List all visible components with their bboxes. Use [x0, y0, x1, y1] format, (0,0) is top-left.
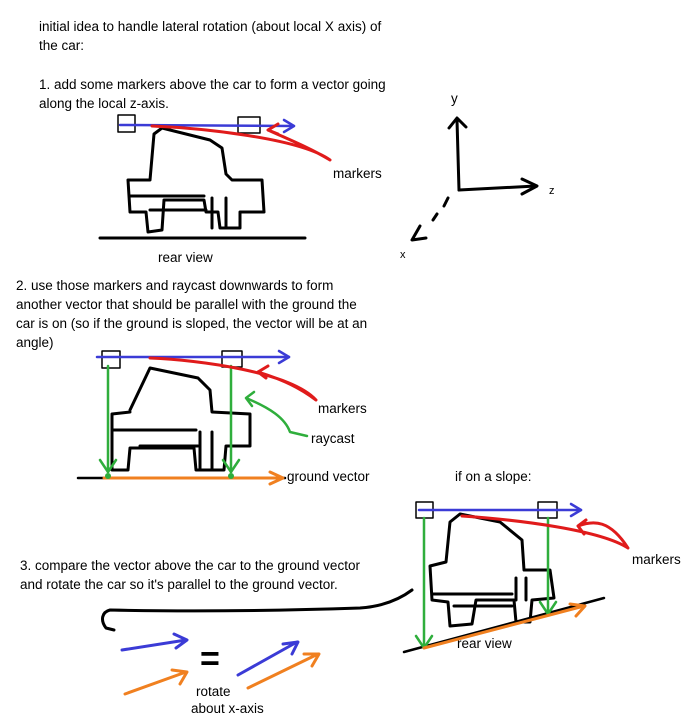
- markers-pointer-arrow-1: [150, 122, 332, 162]
- equivalence-vectors-right: [236, 640, 321, 690]
- rear-view-label-2: rear view: [457, 636, 512, 651]
- if-on-slope-label: if on a slope:: [455, 469, 532, 484]
- axis-z-label: z: [549, 185, 555, 197]
- ground-vector-label: ground vector: [287, 469, 370, 484]
- slope-raycast-arrows: [414, 516, 558, 650]
- intro-line-2: the car:: [39, 38, 85, 53]
- connector-line: [101, 588, 414, 632]
- step1-line-2: along the local z-axis.: [39, 96, 169, 111]
- markers-pointer-arrow-2: [148, 356, 318, 402]
- car-sketch-1: [126, 126, 266, 234]
- step2-line-2: another vector that should be parallel w…: [16, 297, 357, 312]
- equals-sign: =: [200, 640, 220, 678]
- axis-y-label: y: [451, 91, 458, 106]
- step2-line-4: angle): [16, 335, 54, 350]
- ground-vector-arrow: [102, 470, 285, 486]
- intro-line-1: initial idea to handle lateral rotation …: [39, 19, 382, 34]
- slope-ground-vector: [422, 602, 587, 650]
- axes-gizmo: [410, 116, 539, 242]
- raycast-label: raycast: [311, 431, 355, 446]
- raycast-pointer-arrow: [244, 390, 309, 438]
- step1-line-1: 1. add some markers above the car to for…: [39, 77, 386, 92]
- marker-vector-3: [417, 502, 583, 518]
- markers-pointer-arrow-3: [460, 514, 630, 550]
- rotate-label: rotate: [196, 684, 231, 699]
- marker-vector-1: [118, 118, 296, 134]
- markers-label-1: markers: [333, 166, 382, 181]
- raycast-arrows: [98, 364, 241, 474]
- step2-line-3: car is on (so if the ground is sloped, t…: [16, 316, 368, 331]
- ground-contact-points: [105, 473, 234, 479]
- step2-line-1: 2. use those markers and raycast downwar…: [16, 278, 334, 293]
- marker-vector-2: [95, 349, 291, 365]
- markers-label-2: markers: [318, 401, 367, 416]
- step3-line-2: and rotate the car so it's parallel to t…: [20, 577, 338, 592]
- car-sketch-3: [428, 512, 556, 628]
- equivalence-vectors-left: [120, 632, 189, 696]
- step3-line-1: 3. compare the vector above the car to t…: [20, 558, 360, 573]
- rear-view-label-1: rear view: [158, 250, 213, 265]
- axis-x-label: x: [400, 249, 406, 261]
- about-x-axis-label: about x-axis: [191, 701, 264, 716]
- car-sketch-2: [110, 366, 252, 472]
- markers-label-3: markers: [632, 552, 681, 567]
